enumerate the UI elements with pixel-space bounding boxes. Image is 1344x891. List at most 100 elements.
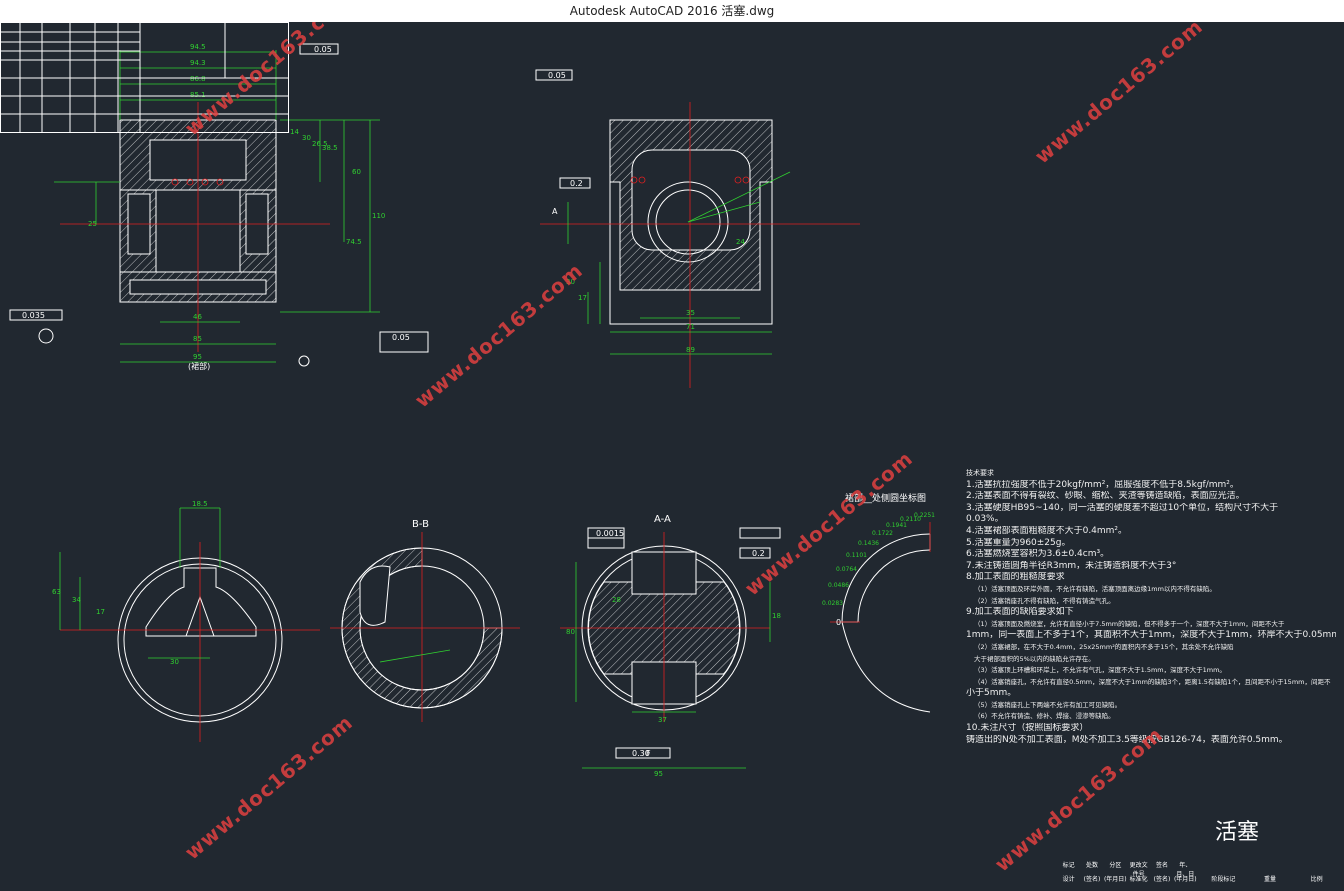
- dim-25: 25: [88, 220, 97, 228]
- dim-17: 17: [578, 294, 587, 302]
- note-line: 技术要求: [966, 469, 994, 477]
- note-line: 10.未注尺寸（按照国标要求）: [966, 723, 1089, 734]
- title-block-cell: 阶段标记: [1211, 876, 1236, 883]
- dim-aa-95: 95: [654, 770, 663, 778]
- title-block-cell: 比例: [1310, 876, 1323, 883]
- note-line: （6）不允许有铸造、修补、焊接、浸渗等缺陷。: [974, 712, 1115, 721]
- note-line: 6.活塞燃烧室容积为3.6±0.4cm³。: [966, 549, 1110, 560]
- polar-value-8: 0.2110: [900, 516, 921, 523]
- tol-side-top: 0.05: [548, 71, 566, 80]
- polar-value-2: 0.0486: [828, 582, 849, 589]
- dim-14: 14: [290, 128, 299, 136]
- dim-63: 63: [52, 588, 61, 596]
- section-aa-view: 95 37 80 18 28 0.0015 0.2 0.30 F: [560, 527, 781, 778]
- dim-30-circle: 30: [170, 658, 179, 666]
- title-block-cell: 设计: [1062, 876, 1075, 883]
- cad-drawing[interactable]: 94.5 94.3 86.8 85.1 85 95 46 110 74.5 60…: [0, 22, 1344, 891]
- note-line: 大于裙部面积的5%以内的缺陷允许存在。: [974, 654, 1095, 663]
- dim-17-circle: 17: [96, 608, 105, 616]
- piston-side-view: 35 71 89 24 17 30 A 0.05 0.2: [535, 69, 860, 388]
- dim-85-1: 85.1: [190, 91, 206, 99]
- title-block-cell: 年、月、日: [1176, 862, 1195, 878]
- polar-value-zero: 0: [836, 618, 842, 627]
- dim-94-3: 94.3: [190, 59, 206, 67]
- dim-34: 34: [72, 596, 81, 604]
- view1-caption: (裙部): [188, 361, 210, 371]
- polar-value-7: 0.1941: [886, 522, 907, 529]
- note-line: 3.活塞硬度HB95~140，同一活塞的硬度差不超过10个单位，结构尺寸不大于: [966, 502, 1279, 513]
- tol-right: 0.05: [392, 333, 410, 342]
- tol-aa-3: 0.2: [752, 549, 765, 558]
- note-line: （5）活塞销座孔上下两端不允许有加工可见缺陷。: [974, 700, 1122, 709]
- dim-18-5: 18.5: [192, 500, 208, 508]
- tol-left: 0.035: [22, 311, 45, 320]
- title-block-cell: 处数: [1085, 862, 1098, 869]
- dim-110: 110: [372, 212, 385, 220]
- title-block-cell: 重量: [1264, 876, 1277, 883]
- polar-value-3: 0.0764: [836, 566, 857, 573]
- note-line: 5.活塞重量为960±25g。: [966, 537, 1071, 548]
- dim-26-5: 26.5: [312, 140, 328, 148]
- note-line: （2）活塞销座孔不得有缺陷，不得有铸造气孔。: [974, 596, 1115, 605]
- polar-value-1: 0.0283: [822, 600, 843, 607]
- tol-top: 0.05: [314, 45, 332, 54]
- tol-aa-1: 0.0015: [596, 529, 624, 538]
- title-block-row-3: 阶段标记 重量 比例: [1200, 874, 1340, 884]
- dim-95: 95: [193, 353, 202, 361]
- note-line: 小于5mm。: [966, 688, 1017, 699]
- dim-86-8: 86.8: [190, 75, 206, 83]
- drawing-canvas[interactable]: 94.5 94.3 86.8 85.1 85 95 46 110 74.5 60…: [0, 22, 1344, 891]
- section-aa-label: A-A: [654, 514, 671, 525]
- note-line: 1.活塞抗拉强度不低于20kgf/mm²，屈服强度不低于8.5kgf/mm²。: [966, 479, 1239, 490]
- part-title: 活塞: [1215, 820, 1260, 845]
- title-block-cell: 标记: [1062, 862, 1075, 869]
- title-block-cell: 更改文件号: [1129, 862, 1148, 878]
- section-bb-label: B-B: [412, 519, 429, 530]
- technical-requirements: 技术要求 1.活塞抗拉强度不低于20kgf/mm²，屈服强度不低于8.5kgf/m…: [966, 468, 1336, 746]
- dim-94-5: 94.5: [190, 43, 206, 51]
- note-line: 4.活塞裙部表面粗糙度不大于0.4mm²。: [966, 525, 1128, 536]
- dim-aa-18: 18: [772, 612, 781, 620]
- view-marker-a: A: [552, 207, 558, 216]
- dim-35: 35: [686, 309, 695, 317]
- note-line: （2）活塞裙部，在不大于0.4mm，25x25mm²的面积内不多于15个，其余处…: [974, 642, 1234, 651]
- piston-bottom-view: 18.5 63 34 17 30: [52, 500, 320, 742]
- dim-89: 89: [686, 346, 695, 354]
- dim-aa-28: 28: [612, 596, 621, 604]
- window-title: Autodesk AutoCAD 2016 活塞.dwg: [569, 4, 775, 18]
- dim-30-side: 30: [566, 278, 575, 286]
- polar-value-6: 0.1722: [872, 530, 893, 537]
- dim-85: 85: [193, 335, 202, 343]
- dim-38-5: 38.5: [322, 144, 338, 152]
- dim-30: 30: [302, 134, 311, 142]
- dim-aa-37: 37: [658, 716, 667, 724]
- polar-value-5: 0.1436: [858, 540, 879, 547]
- title-block-cell: (签名): [1083, 876, 1101, 883]
- note-line: （3）活塞顶上环槽和环岸上，不允许有气孔，深度不大于1.5mm，深度不大于1mm…: [974, 666, 1226, 675]
- dim-60: 60: [352, 168, 361, 176]
- title-block-cell: 分区: [1109, 862, 1122, 869]
- note-line: 0.03%。: [966, 514, 1004, 525]
- section-bb-view: [330, 532, 520, 722]
- title-block-cell: (签名): [1153, 876, 1171, 883]
- dim-24: 24: [736, 238, 745, 246]
- title-block-row-1: 标记 处数 分区更改文件号签名 年、月、日: [1057, 860, 1197, 878]
- note-line: （4）活塞销座孔，不允许有直径0.5mm，深度不大于1mm的缺陷3个，距离1.5…: [974, 677, 1331, 686]
- note-line: 铸造出的N处不加工表面，M处不加工3.5等级按GB126-74，表面允许0.5m…: [966, 734, 1288, 745]
- note-line: 2.活塞表面不得有裂纹、砂眼、缩松、夹渣等铸造缺陷，表面应光洁。: [966, 491, 1245, 502]
- polar-value-9: 0.2251: [914, 512, 935, 519]
- polar-coordinate-diagram: [830, 522, 931, 713]
- title-block-cell: 标准化: [1129, 876, 1148, 883]
- note-line: （1）活塞顶面及燃烧室，允许有直径小于7.5mm的缺陷，但不得多于一个，深度不大…: [974, 619, 1285, 628]
- dim-46: 46: [193, 313, 202, 321]
- title-block: [0, 22, 289, 133]
- polar-title: 裙部__处侧圆坐标图: [845, 494, 927, 504]
- tol-aa-bottom: 0.30: [632, 749, 650, 758]
- title-block-cell: (年月日): [1173, 876, 1197, 883]
- note-line: 8.加工表面的粗糙度要求: [966, 572, 1065, 583]
- title-block-cell: 签名: [1155, 862, 1168, 869]
- piston-front-view: 94.5 94.3 86.8 85.1 85 95 46 110 74.5 60…: [9, 43, 429, 371]
- title-block-cell: (年月日): [1103, 876, 1127, 883]
- note-line: 9.加工表面的缺陷要求如下: [966, 607, 1074, 618]
- window-title-bar: Autodesk AutoCAD 2016 活塞.dwg: [0, 0, 1344, 22]
